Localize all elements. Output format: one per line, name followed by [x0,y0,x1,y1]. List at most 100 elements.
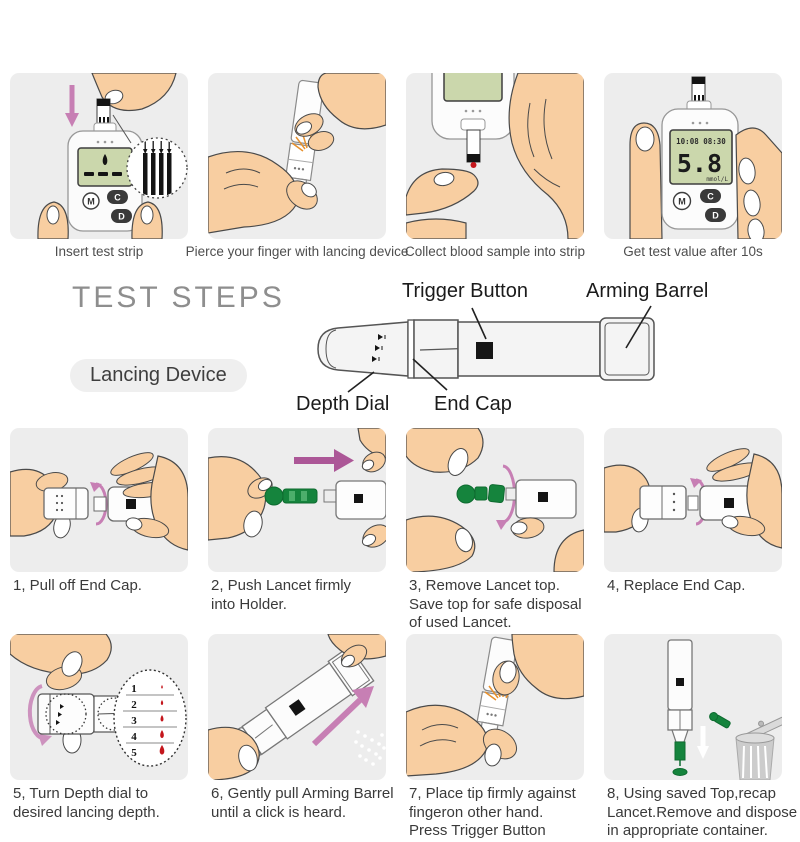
glucose-meter: M C D [67,122,143,232]
flying-lancet [709,712,731,729]
down-arrow-icon [65,85,79,127]
section-title: TEST STEPS [72,281,285,314]
hand [357,428,386,548]
label-end-cap: End Cap [434,393,512,415]
m-button: M [87,197,95,207]
c-button: C [707,192,714,202]
hand [294,73,386,151]
eject-arrow-icon [697,726,709,759]
hand [406,428,484,476]
insert-test-strip-illustration: M C D [37,73,188,239]
pierce-finger-illustration [208,73,386,234]
lancing-device [667,639,693,743]
step-3-illustration [406,428,584,572]
meter-value-display: 5.8 [677,149,722,178]
lancing-device [317,317,655,381]
hand [327,634,386,668]
glucose-meter [431,73,515,168]
c-button: C [114,193,121,203]
panel-step-4 [604,428,782,572]
caption-insert-test-strip: Insert test strip [54,244,144,259]
arrow-right-icon [294,449,354,472]
depth-dial-marks [372,334,386,362]
hand [735,127,782,239]
label-trigger-button: Trigger Button [402,280,528,302]
ejected-lancet [672,741,688,776]
trash-can [735,716,782,780]
panel-step-5: 1 2 3 4 5 [10,634,188,780]
depth-level: 1 [131,683,137,695]
device-body [505,479,577,519]
meter-time-display: 10:08 08:30 [676,137,726,146]
lancing-device-pill: Lancing Device [70,359,247,392]
end-cap [639,485,687,520]
lancet [264,486,318,506]
panel-get-test-value: 10:08 08:30 5.8 mmol/L M C D [604,73,782,239]
hand [208,151,318,234]
caption-get-test-value: Get test value after 10s [623,244,763,259]
pull-arrow-icon [311,686,374,747]
depth-level: 3 [131,715,137,727]
lancing-device-diagram [317,305,655,393]
panel-pierce-finger [208,73,386,239]
panel-collect-blood [406,73,584,239]
hand [208,726,260,780]
lancet [456,484,505,504]
trigger-button [476,342,493,359]
hand [508,73,584,239]
depth-level: 5 [131,747,137,759]
lancet-holder [687,495,699,511]
panel-step-7 [406,634,584,780]
click-sparkle-icon [354,730,386,766]
step-5-illustration: 1 2 3 4 5 [10,634,187,767]
label-arming-barrel: Arming Barrel [586,280,709,302]
panel-step-6 [208,634,386,780]
caption-step-7: 7, Place tip firmly against fingeron oth… [409,785,576,840]
depth-level: 2 [131,699,137,711]
hand [510,517,584,572]
depth-level: 4 [131,731,137,743]
hand [37,201,163,239]
hand [492,634,584,700]
blood-drop-icons [159,685,165,755]
panel-step-2 [208,428,386,572]
hand [629,122,663,239]
step-7-illustration [406,634,584,777]
lancet-holder [93,496,107,512]
hand [91,73,177,112]
caption-collect-blood: Collect blood sample into strip [404,244,586,259]
depth-scale-inset: 1 2 3 4 5 [113,669,187,767]
label-depth-dial: Depth Dial [296,393,390,415]
panel-step-1 [10,428,188,572]
step-1-illustration [10,452,188,551]
device-body [323,480,386,520]
hand [208,456,273,541]
d-button: D [712,211,719,221]
caption-step-6: 6, Gently pull Arming Barrel until a cli… [211,785,394,821]
collect-blood-illustration [406,73,584,239]
panel-insert-test-strip: M C D [10,73,188,239]
panel-step-8 [604,634,782,780]
hand [706,448,782,549]
strip-detail-inset [112,114,188,199]
d-button: D [118,212,125,222]
panel-step-3 [406,428,584,572]
meter-unit-label: mmol/L [706,176,728,183]
caption-step-4: 4, Replace End Cap. [607,577,746,594]
blood-drop-icon [102,154,108,165]
caption-step-2: 2, Push Lancet firmly into Holder. [211,577,352,613]
blood-drop [470,162,477,168]
hand [110,452,188,551]
pointer-lines [347,305,652,393]
step-4-illustration [604,448,782,549]
step-2-illustration [208,428,386,548]
caption-step-8: 8, Using saved Top,recap Lancet.Remove a… [607,785,798,840]
step-8-illustration [667,639,782,780]
step-6-illustration [208,634,386,780]
end-cap [43,487,89,520]
caption-step-1: 1, Pull off End Cap. [13,577,142,594]
hand [406,168,479,239]
glucose-meter: 10:08 08:30 5.8 mmol/L M C D [661,100,739,230]
caption-step-5: 5, Turn Depth dial to desired lancing de… [13,785,160,821]
